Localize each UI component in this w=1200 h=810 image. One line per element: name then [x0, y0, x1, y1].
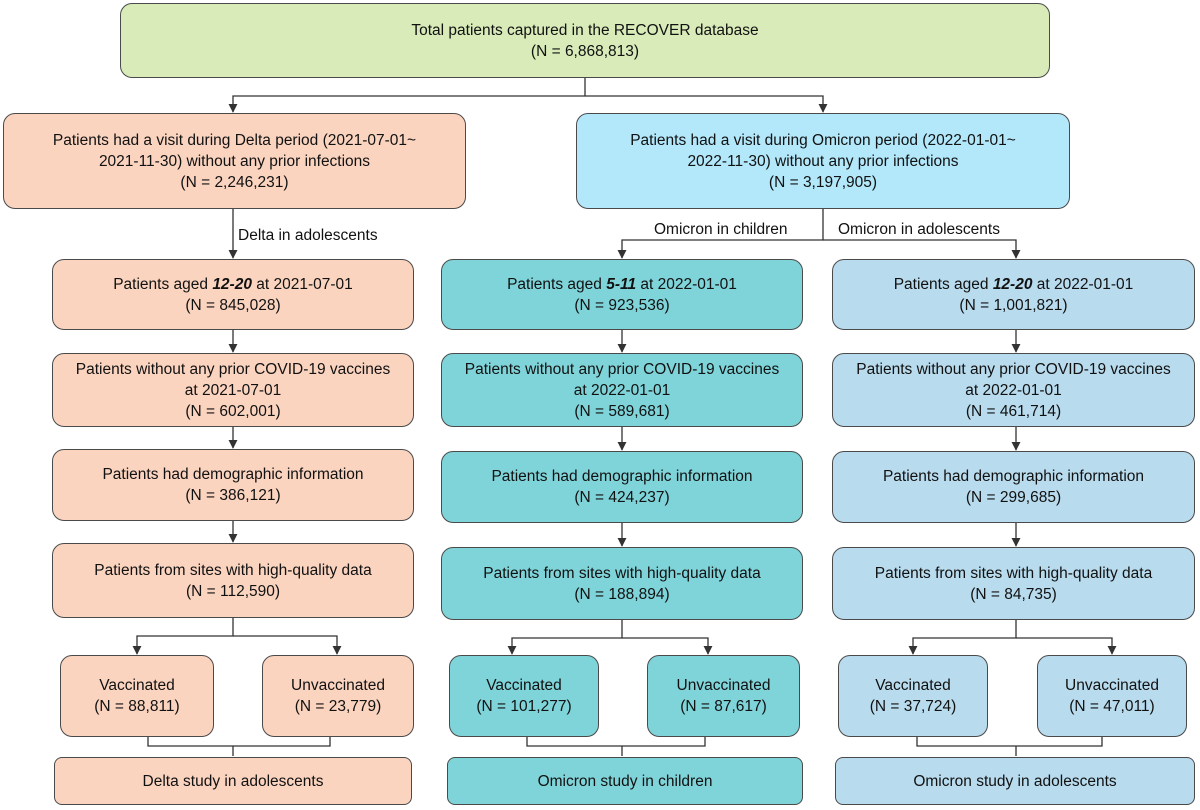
adol-vaccinated-box: Vaccinated (N = 37,724) [838, 655, 988, 737]
delta-unvaccinated-label: Unvaccinated [291, 677, 385, 694]
adol-unvaccinated-box: Unvaccinated (N = 47,011) [1037, 655, 1187, 737]
delta-vaccinated-box: Vaccinated (N = 88,811) [60, 655, 214, 737]
connector-adol-split [908, 620, 1017, 655]
delta-sites-box: Patients from sites with high-quality da… [52, 543, 414, 618]
connector-children-split [507, 620, 623, 655]
children-sites-box: Patients from sites with high-quality da… [441, 547, 803, 620]
children-unvaccinated-count: (N = 87,617) [680, 698, 767, 715]
adol-sites-box: Patients from sites with high-quality da… [832, 547, 1195, 620]
children-vaccinated-box: Vaccinated (N = 101,277) [449, 655, 599, 737]
adol-demo-line1: Patients had demographic information [882, 468, 1145, 485]
delta-demo-line1: Patients had demographic information [102, 466, 364, 483]
children-unvaccinated-label: Unvaccinated [676, 677, 771, 694]
connector-omicron-split-right [823, 239, 1021, 259]
delta-novax-count: (N = 602,001) [185, 402, 281, 420]
omicron-period-box: Patients had a visit during Omicron peri… [576, 113, 1070, 209]
children-unvaccinated-box: Unvaccinated (N = 87,617) [647, 655, 800, 737]
connector-delta-split [132, 618, 234, 655]
connector-omicron-split [617, 209, 824, 259]
delta-vaccinated-count: (N = 88,811) [94, 698, 180, 715]
children-vaccinated-label: Vaccinated [486, 677, 562, 694]
delta-sites-line1: Patients from sites with high-quality da… [94, 561, 372, 579]
delta-period-line1: Patients had a visit during Delta period… [52, 131, 417, 149]
connector-root-split [228, 78, 586, 113]
children-sites-count: (N = 188,894) [574, 585, 670, 603]
delta-novax-line1: Patients without any prior COVID-19 vacc… [75, 360, 391, 378]
omicron-period-line2: 2022-11-30) without any prior infections [687, 152, 959, 170]
root-title: Total patients captured in the RECOVER d… [411, 21, 759, 39]
root-box: Total patients captured in the RECOVER d… [120, 3, 1050, 78]
label-omicron-children: Omicron in children [654, 221, 788, 238]
connector-adol-bracket [916, 737, 1103, 756]
omicron-period-count: (N = 3,197,905) [768, 173, 878, 191]
children-novax-line1: Patients without any prior COVID-19 vacc… [464, 360, 780, 378]
adol-sites-line1: Patients from sites with high-quality da… [874, 564, 1153, 582]
label-delta-adolescents: Delta in adolescents [238, 227, 378, 244]
adol-novax-line2: at 2022-01-01 [965, 381, 1062, 399]
children-novax-line2: at 2022-01-01 [573, 381, 671, 399]
children-age-range: 5-11 [606, 275, 637, 293]
root-count: (N = 6,868,813) [530, 42, 640, 60]
delta-novax-box: Patients without any prior COVID-19 vacc… [52, 353, 414, 427]
adol-demo-count: (N = 299,685) [965, 489, 1062, 506]
delta-period-count: (N = 2,246,231) [180, 173, 289, 191]
delta-age-count: (N = 845,028) [185, 296, 281, 314]
children-age-box: Patients aged 5-11 at 2022-01-01 (N = 92… [441, 259, 803, 330]
delta-unvaccinated-box: Unvaccinated (N = 23,779) [262, 655, 414, 737]
delta-demo-box: Patients had demographic information (N … [52, 449, 414, 521]
delta-vaccinated-label: Vaccinated [99, 677, 175, 694]
children-study-label: Omicron study in children [537, 772, 713, 790]
children-demo-count: (N = 424,237) [574, 489, 670, 506]
delta-age-text: Patients aged 12-20 at 2021-07-01 [113, 275, 353, 293]
label-omicron-adolescents: Omicron in adolescents [838, 221, 1000, 238]
adol-age-count: (N = 1,001,821) [959, 296, 1068, 314]
adol-vaccinated-label: Vaccinated [875, 677, 951, 694]
omicron-period-line1: Patients had a visit during Omicron peri… [630, 131, 1016, 149]
connector-delta-bracket [147, 737, 331, 756]
children-study-box: Omicron study in children [447, 757, 803, 805]
adol-novax-box: Patients without any prior COVID-19 vacc… [832, 353, 1195, 427]
children-novax-count: (N = 589,681) [574, 402, 670, 420]
children-sites-line1: Patients from sites with high-quality da… [483, 564, 761, 582]
adol-demo-box: Patients had demographic information (N … [832, 451, 1195, 523]
adol-novax-line1: Patients without any prior COVID-19 vacc… [856, 360, 1171, 378]
adol-age-text: Patients aged 12-20 at 2022-01-01 [893, 275, 1134, 293]
delta-age-box: Patients aged 12-20 at 2021-07-01 (N = 8… [52, 259, 414, 330]
delta-study-box: Delta study in adolescents [54, 757, 412, 805]
adol-study-box: Omicron study in adolescents [835, 757, 1195, 805]
adol-unvaccinated-count: (N = 47,011) [1069, 698, 1155, 715]
children-novax-box: Patients without any prior COVID-19 vacc… [441, 353, 803, 427]
adol-novax-count: (N = 461,714) [965, 402, 1062, 420]
delta-period-line2: 2021-11-30) without any prior infections [98, 152, 371, 170]
children-demo-line1: Patients had demographic information [491, 468, 753, 485]
connector-delta-split-right [233, 635, 342, 655]
children-vaccinated-count: (N = 101,277) [476, 698, 572, 715]
adol-vaccinated-count: (N = 37,724) [869, 698, 957, 715]
delta-age-range: 12-20 [212, 275, 252, 293]
adol-study-label: Omicron study in adolescents [913, 772, 1117, 790]
children-age-count: (N = 923,536) [574, 296, 670, 314]
delta-novax-line2: at 2021-07-01 [184, 381, 282, 399]
delta-study-label: Delta study in adolescents [142, 772, 324, 790]
connector-adol-split-right [1016, 637, 1117, 655]
delta-demo-count: (N = 386,121) [185, 487, 281, 504]
connector-children-bracket [526, 737, 706, 756]
adol-unvaccinated-label: Unvaccinated [1065, 677, 1159, 694]
adol-age-range: 12-20 [992, 275, 1033, 293]
children-demo-box: Patients had demographic information (N … [441, 451, 803, 523]
adol-age-box: Patients aged 12-20 at 2022-01-01 (N = 1… [832, 259, 1195, 330]
connector-children-split-right [622, 637, 713, 655]
delta-sites-count: (N = 112,590) [185, 582, 281, 600]
connector-root-to-omicron [585, 95, 828, 113]
delta-period-box: Patients had a visit during Delta period… [3, 113, 466, 209]
delta-unvaccinated-count: (N = 23,779) [294, 698, 382, 715]
children-age-text: Patients aged 5-11 at 2022-01-01 [507, 275, 737, 293]
adol-sites-count: (N = 84,735) [970, 585, 1057, 603]
